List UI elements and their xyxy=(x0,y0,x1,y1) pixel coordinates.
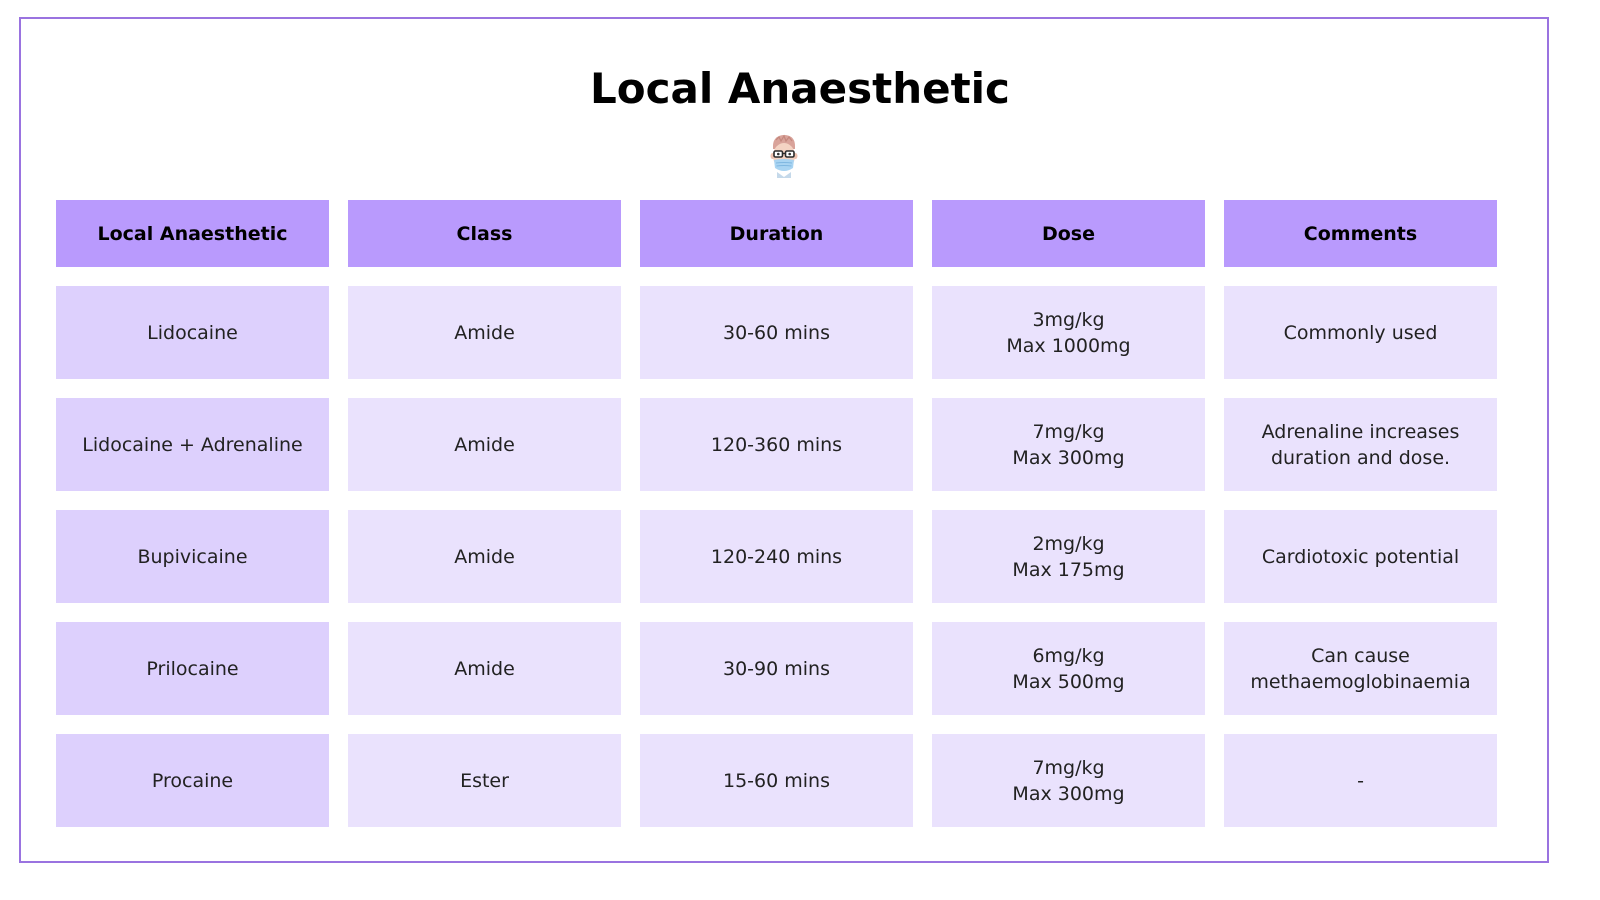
table-cell-class: Ester xyxy=(348,734,621,827)
table-cell-dose: 7mg/kg Max 300mg xyxy=(932,734,1205,827)
table-cell-class: Amide xyxy=(348,510,621,603)
table-cell-dose: 3mg/kg Max 1000mg xyxy=(932,286,1205,379)
doctor-avatar-icon xyxy=(770,134,798,178)
table-cell-comments: Cardiotoxic potential xyxy=(1224,510,1497,603)
column-header-duration: Duration xyxy=(640,200,913,267)
table-cell-name: Bupivicaine xyxy=(56,510,329,603)
table-cell-duration: 30-60 mins xyxy=(640,286,913,379)
table-cell-class: Amide xyxy=(348,286,621,379)
page-title: Local Anaesthetic xyxy=(590,64,1010,113)
column-header-class: Class xyxy=(348,200,621,267)
column-header-comments: Comments xyxy=(1224,200,1497,267)
table-cell-name: Procaine xyxy=(56,734,329,827)
anaesthetic-table: Local Anaesthetic Class Duration Dose Co… xyxy=(56,200,1497,827)
table-cell-name: Lidocaine + Adrenaline xyxy=(56,398,329,491)
table-cell-comments: Commonly used xyxy=(1224,286,1497,379)
table-cell-dose: 2mg/kg Max 175mg xyxy=(932,510,1205,603)
table-cell-dose: 6mg/kg Max 500mg xyxy=(932,622,1205,715)
table-cell-name: Lidocaine xyxy=(56,286,329,379)
table-cell-duration: 15-60 mins xyxy=(640,734,913,827)
table-cell-duration: 120-240 mins xyxy=(640,510,913,603)
table-cell-duration: 120-360 mins xyxy=(640,398,913,491)
table-cell-comments: Can cause methaemoglobinaemia xyxy=(1224,622,1497,715)
table-cell-dose: 7mg/kg Max 300mg xyxy=(932,398,1205,491)
table-cell-name: Prilocaine xyxy=(56,622,329,715)
column-header-local-anaesthetic: Local Anaesthetic xyxy=(56,200,329,267)
table-cell-class: Amide xyxy=(348,398,621,491)
column-header-dose: Dose xyxy=(932,200,1205,267)
table-cell-class: Amide xyxy=(348,622,621,715)
table-cell-duration: 30-90 mins xyxy=(640,622,913,715)
table-cell-comments: Adrenaline increases duration and dose. xyxy=(1224,398,1497,491)
table-cell-comments: - xyxy=(1224,734,1497,827)
